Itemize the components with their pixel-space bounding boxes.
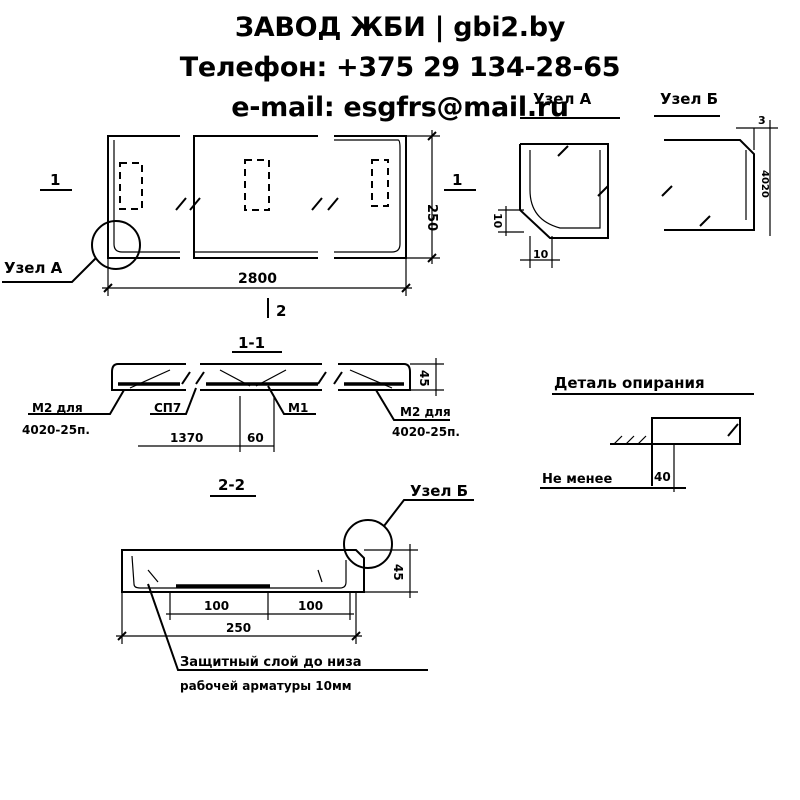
section-1-1: 1-1 45 М2 для 4020-25п. СП7 М1 М2 для 40…	[22, 334, 460, 452]
support-detail-title: Деталь опирания	[554, 374, 705, 392]
note-line-1: Защитный слой до низа	[180, 655, 362, 670]
section-2-2: 2-2 Узел Б 45 100 100 250 Защитный слой …	[116, 476, 474, 693]
section-2-mark: 2	[276, 302, 286, 320]
label-m2-right-2: 4020-25п.	[392, 425, 460, 439]
node-b-dim-top: 3	[758, 114, 766, 127]
node-a-title: Узел А	[533, 90, 592, 108]
dim-1370: 1370	[170, 431, 203, 445]
node-a-dim-vertical: 10	[491, 213, 504, 229]
node-a-circle	[91, 220, 141, 270]
label-sp7: СП7	[154, 401, 181, 415]
node-b-circle	[343, 519, 393, 569]
node-b-title: Узел Б	[660, 90, 718, 108]
label-m2-right: М2 для	[400, 405, 451, 419]
section-mark-right: 1	[452, 171, 462, 189]
dim-left-100: 100	[204, 599, 229, 613]
plan-length-dim: 2800	[238, 271, 277, 287]
node-a-callout: Узел А	[4, 259, 63, 277]
section-1-1-height-dim: 45	[417, 370, 431, 387]
note-line-2: рабочей арматуры 10мм	[180, 679, 352, 693]
section-mark-left: 1	[50, 171, 60, 189]
node-a-dim-horizontal: 10	[533, 248, 549, 261]
node-b-detail: Узел Б 3 4020	[654, 90, 778, 236]
dim-total-250: 250	[226, 621, 251, 635]
header-phone: Телефон: +375 29 134-28-65	[179, 52, 621, 83]
support-detail: Деталь опирания Не менее 40	[540, 374, 754, 492]
header: ЗАВОД ЖБИ | gbi2.by Телефон: +375 29 134…	[0, 8, 800, 128]
node-b-dim-side: 4020	[759, 170, 770, 198]
dim-60: 60	[247, 431, 264, 445]
label-m2-left: М2 для	[32, 401, 83, 415]
not-less-than-label: Не менее	[542, 472, 612, 487]
node-a-detail: Узел А 10 10	[491, 90, 620, 268]
header-email: e-mail: esgfrs@mail.ru	[231, 92, 569, 123]
dim-right-100: 100	[298, 599, 323, 613]
section-2-2-title: 2-2	[218, 476, 245, 494]
label-m2-left-2: 4020-25п.	[22, 423, 90, 437]
header-title: ЗАВОД ЖБИ | gbi2.by	[234, 12, 566, 43]
section-2-2-height-dim: 45	[391, 564, 405, 581]
section-1-1-title: 1-1	[238, 334, 265, 352]
plan-view: Узел А 1 1 250 2800 2	[2, 130, 476, 320]
node-b-callout: Узел Б	[410, 482, 468, 500]
support-dim: 40	[654, 470, 671, 484]
label-m1: М1	[288, 401, 308, 415]
plan-width-dim: 250	[424, 204, 439, 231]
